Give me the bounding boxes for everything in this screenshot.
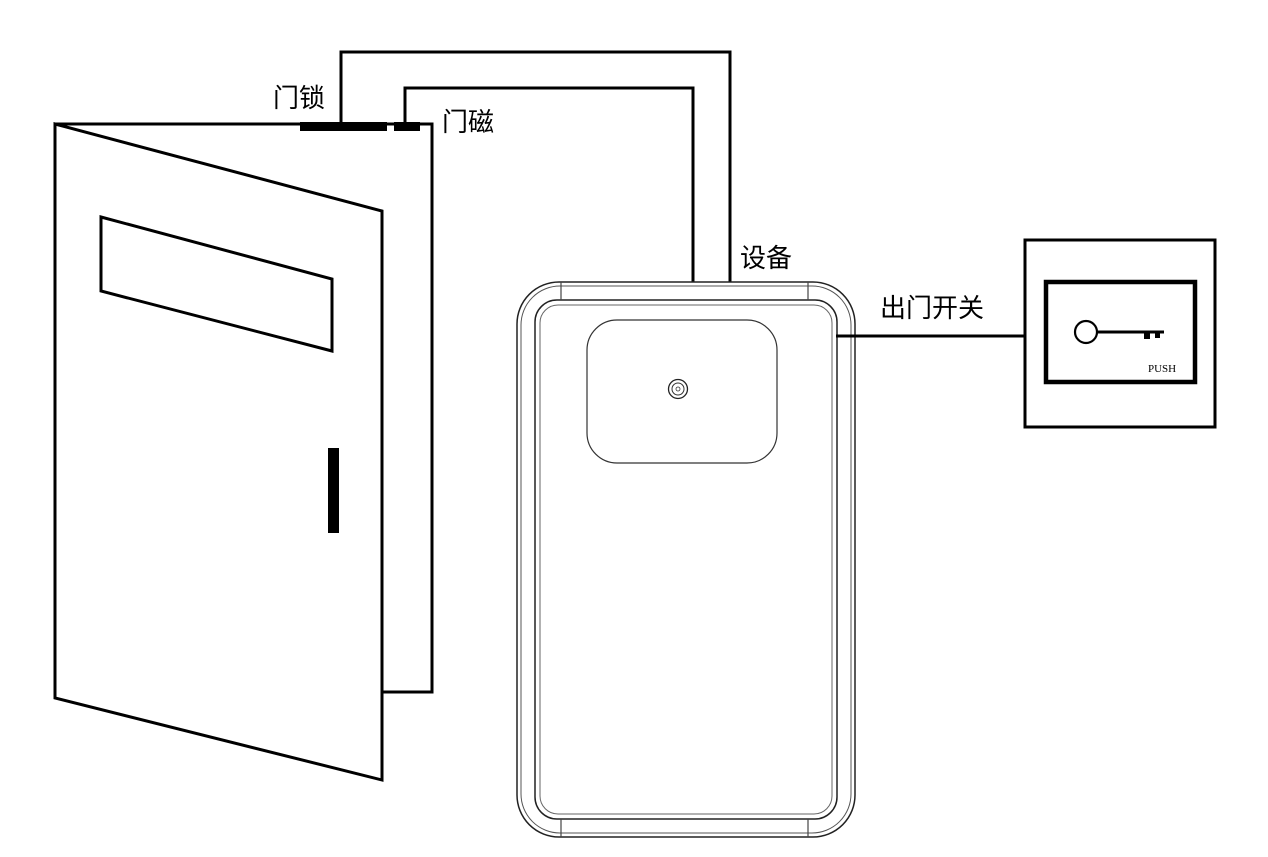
door-window [99,215,334,353]
exit-switch-label: 出门开关 [880,294,985,324]
camera-lens-icon [667,378,689,400]
door-handle [328,448,339,533]
door-magnet-wire [403,86,695,282]
access-device [516,281,856,838]
door-lock-bar [300,122,387,131]
door-magnet-bar [394,122,420,131]
device-label: 设备 [740,244,793,274]
door-magnet-label: 门磁 [442,108,495,138]
door-frame [55,122,434,694]
door-lock-label: 门锁 [273,84,326,114]
door-leaf [53,122,384,782]
push-label: PUSH [1148,363,1177,375]
exit-button [1023,238,1217,429]
key-icon [1073,319,1164,345]
door-lock-wire [339,50,732,282]
